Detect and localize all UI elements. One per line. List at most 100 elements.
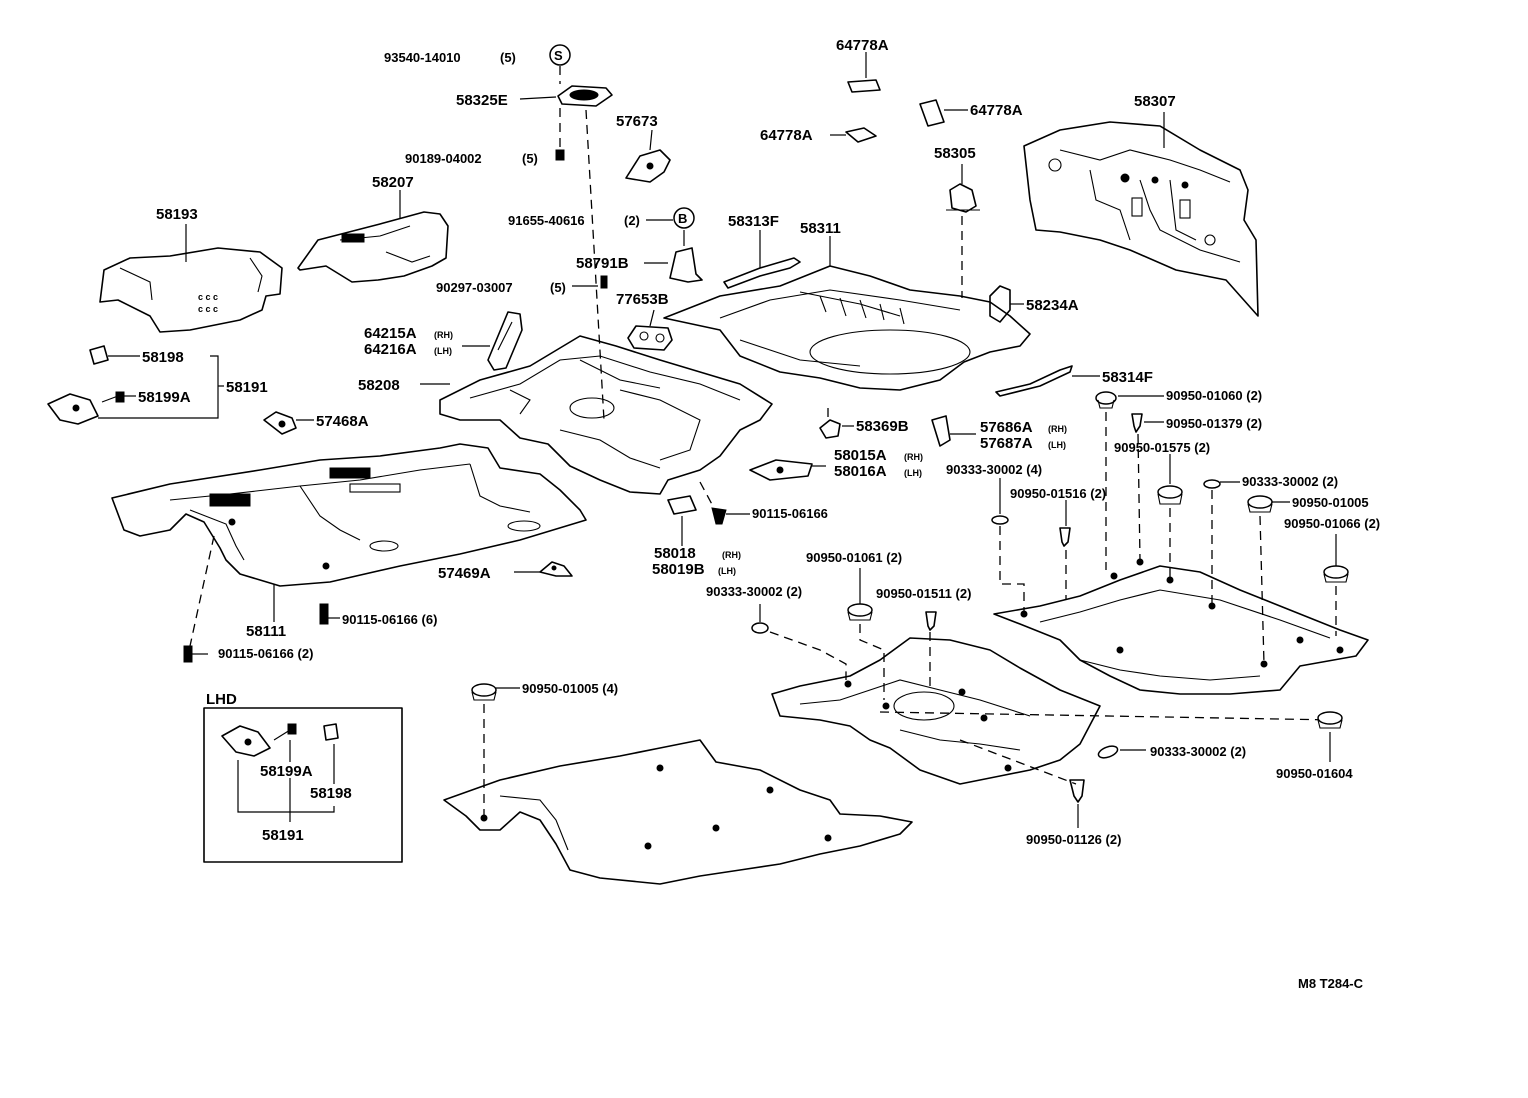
bracket-58191-group [98,355,219,419]
label-90950-01005a: 90950-01005 [1292,495,1369,510]
lhd-inset [203,707,403,863]
label-90115-06166c: 90115-06166 (2) [218,646,313,661]
plate-58191 [47,393,99,425]
pad-64778A-2 [919,99,945,127]
label-58015A-side: (RH) [904,452,923,462]
bolt-93540-icon [549,44,571,66]
label-57469A: 57469A [438,565,491,582]
grommet-90950-01066 [1323,565,1349,583]
plug-90333-d [1097,745,1119,759]
label-58198: 58198 [142,349,184,366]
plug-90333-c [751,622,769,634]
dash-01061 [859,624,885,700]
label-90950-01511: 90950-01511 (2) [876,586,971,601]
label-58325E: 58325E [456,92,508,109]
bracket-57673 [625,149,671,183]
grommet-90950-01061 [847,603,873,621]
label-58111: 58111 [246,623,286,640]
front-floor-58111 [111,443,587,587]
label-58305: 58305 [934,145,976,162]
label-58015A: 58015A [834,447,887,464]
label-S-symbol: S [554,48,563,63]
bracket-77653B [627,325,673,351]
middle-floor-mat [771,637,1101,785]
label-64216A: 64216A [364,341,417,358]
label-58314F: 58314F [1102,369,1153,386]
floor-pan-58208 [439,335,773,495]
label-90189-qty: (5) [522,151,538,166]
grommet-90950-01604 [1317,711,1343,729]
label-64215A: 64215A [364,325,417,342]
label-64778A-2: 64778A [970,102,1023,119]
grommet-90950-01005-a [1247,495,1273,513]
label-90950-01604: 90950-01604 [1276,766,1353,781]
label-LHD: LHD [206,691,237,708]
screw-90189-icon [555,149,565,161]
bracket-58791B [669,247,703,283]
label-91655-40616: 91655-40616 [508,213,585,228]
label-90333-30002-2a: 90333-30002 (2) [1242,474,1338,489]
label-58307: 58307 [1134,93,1176,110]
bracket-57469A [539,561,573,577]
pad-64778A-1 [847,79,881,93]
label-77653B: 77653B [616,291,669,308]
bracket-58234A [989,285,1011,323]
bolt-58199A-icon [101,391,125,403]
label-90950-01061: 90950-01061 (2) [806,550,902,565]
label-91655-qty: (2) [624,213,640,228]
label-90950-01379: 90950-01379 (2) [1166,416,1262,431]
clip-90950-01511 [925,611,937,631]
dash-cross-mat [879,711,1337,721]
label-64778A-3: 64778A [760,127,813,144]
rear-floor-mat [993,558,1369,695]
plug-90333-b [1203,479,1221,489]
label-57687A-side: (LH) [1048,440,1066,450]
label-58019B-side: (LH) [718,566,736,576]
label-58193: 58193 [156,206,198,223]
label-90333-30002-2c: 90333-30002 (2) [1150,744,1246,759]
label-58791B: 58791B [576,255,629,272]
label-58369B: 58369B [856,418,909,435]
leader-57673 [649,129,653,151]
label-90333-30002-4: 90333-30002 (4) [946,462,1042,477]
clip-58369B [819,419,841,439]
clip-90950-01516 [1059,527,1071,547]
leader-77653B [649,309,655,327]
plate-58015A [749,459,813,481]
label-58313F: 58313F [728,213,779,230]
label-58016A-side: (LH) [904,468,922,478]
label-64216A-side: (LH) [434,346,452,356]
label-90115-06166a: 90115-06166 [752,506,828,521]
screw-90297-icon [600,275,608,289]
label-58234A: 58234A [1026,297,1079,314]
label-58019B: 58019B [652,561,705,578]
bracket-58305 [946,183,980,213]
label-57673: 57673 [616,113,658,130]
grommet-90950-01575 [1157,485,1183,505]
tunnel-cover-58193: c c c c c c [99,247,283,333]
dash-01379 [1137,433,1141,561]
label-58207: 58207 [372,174,414,191]
pad-58018 [667,495,697,515]
labels: 93540-14010 (5) S 58325E 90189-04002 (5)… [138,37,1380,991]
leader-cover-to-floor [585,109,605,421]
label-57686A: 57686A [980,419,1033,436]
brace-58314F [995,365,1073,397]
label-90115-06166b: 90115-06166 (6) [342,612,437,627]
tunnel-cover-58207 [297,211,449,283]
clip-58198 [89,345,109,365]
label-90950-01516: 90950-01516 (2) [1010,486,1106,501]
label-lhd-58191: 58191 [262,827,304,844]
label-57686A-side: (RH) [1048,424,1067,434]
label-58018-side: (RH) [722,550,741,560]
label-90333-30002-2b: 90333-30002 (2) [706,584,802,599]
svg-text:c c c: c c c [198,304,218,314]
rear-floor-pan-58311 [663,265,1031,391]
panel-64215A [487,311,523,371]
rear-panel-58307 [1023,121,1259,317]
label-93540-14010: 93540-14010 [384,50,461,65]
screw-90115-icon [711,507,727,525]
clip-90950-01126 [1069,779,1085,803]
label-58018: 58018 [654,545,696,562]
